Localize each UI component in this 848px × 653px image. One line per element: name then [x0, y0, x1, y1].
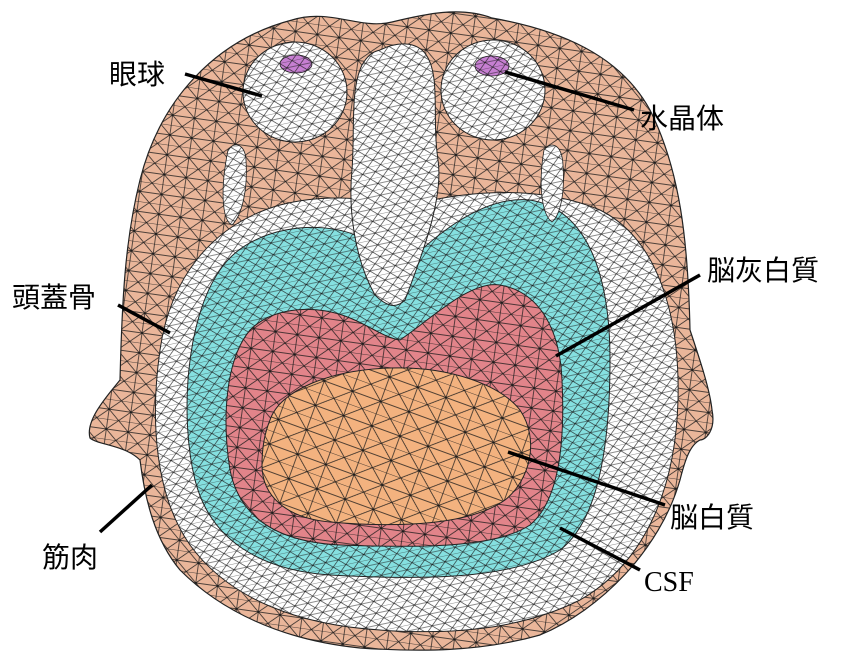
- right-eyeball: [441, 40, 545, 140]
- csf-label: CSF: [644, 567, 694, 598]
- right-lens: [475, 56, 509, 76]
- muscle-label: 筋肉: [42, 541, 98, 574]
- lens-label: 水晶体: [640, 102, 724, 135]
- muscle-leader: [100, 485, 152, 532]
- white-matter-mesh: [262, 368, 531, 525]
- skull-label: 頭蓋骨: [12, 281, 96, 314]
- eyeball-label: 眼球: [109, 58, 165, 91]
- white-matter-region: [262, 368, 531, 525]
- gray-matter-label: 脳灰白質: [707, 254, 819, 287]
- white-matter-label: 脳白質: [670, 501, 754, 534]
- left-lens: [280, 55, 312, 73]
